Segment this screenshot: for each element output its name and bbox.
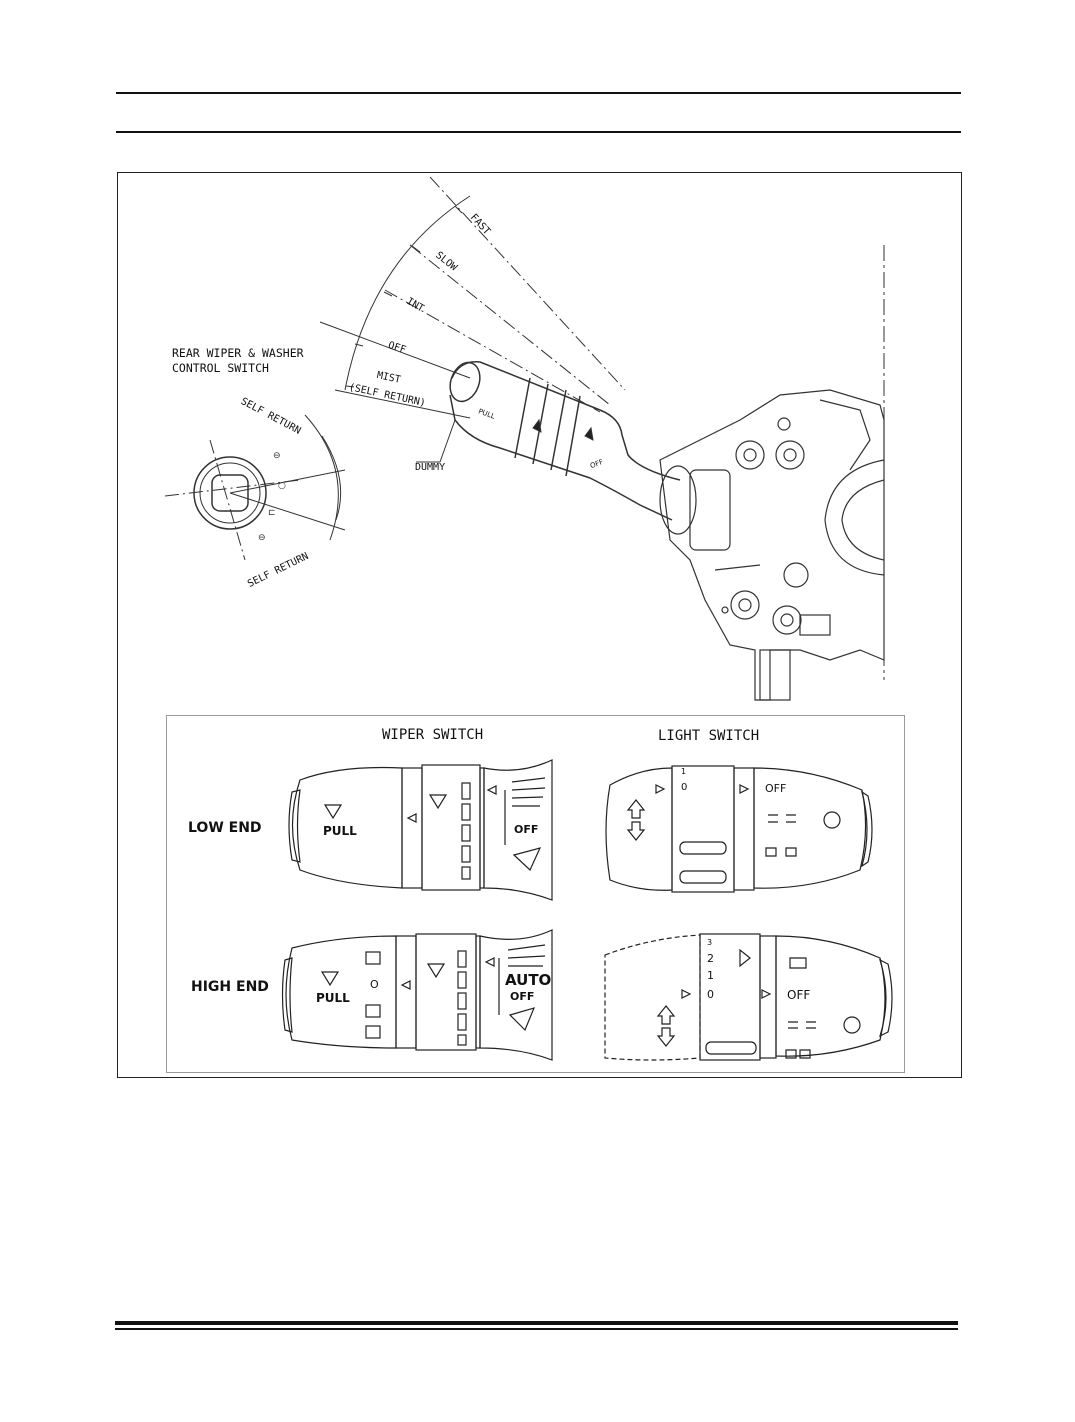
- figure-frame: [117, 172, 962, 1078]
- svg-text:⊖: ⊖: [258, 533, 266, 543]
- fan-line-int: [384, 289, 601, 413]
- low-end-wiper-off-label: OFF: [514, 823, 539, 836]
- low-end-light-1-label: 1: [681, 767, 687, 776]
- low-end-light-off-label: OFF: [765, 782, 787, 795]
- dummy-label: DUMMY: [415, 462, 446, 473]
- column-module: [659, 389, 885, 701]
- rear-wiper-knob: ⊖ ○ ⊏ ⊖: [164, 414, 346, 561]
- svg-text:⊏: ⊏: [268, 508, 276, 518]
- combination-switch-drawing: ⊖ ○ ⊏ ⊖: [164, 176, 885, 701]
- footer-rule-thick: [115, 1321, 958, 1325]
- rear-switch-title-line2: CONTROL SWITCH: [172, 361, 269, 375]
- fan-line-off: [319, 321, 471, 379]
- light-switch-heading: LIGHT SWITCH: [658, 728, 760, 744]
- header-rule-bottom: [116, 131, 961, 133]
- rear-switch-title: REAR WIPER & WASHER CONTROL SWITCH: [172, 346, 304, 376]
- high-end-label: HIGH END: [191, 979, 269, 995]
- wiper-switch-heading: WIPER SWITCH: [382, 727, 484, 743]
- switch-variants-panel: [166, 715, 905, 1073]
- low-end-label: LOW END: [188, 820, 262, 836]
- high-end-light-off-label: OFF: [787, 988, 811, 1002]
- lever-body: [451, 361, 681, 481]
- svg-text:○: ○: [278, 481, 286, 491]
- high-end-auto-label: AUTO: [505, 971, 552, 989]
- high-end-o-label: O: [370, 978, 379, 991]
- high-end-pull-label: PULL: [316, 991, 350, 1005]
- footer-rule-thin: [115, 1328, 958, 1330]
- header-rule-top: [116, 92, 961, 94]
- fan-line-mist: [334, 389, 471, 419]
- high-end-light-0-label: 0: [707, 988, 714, 1001]
- high-end-wiper-off-label: OFF: [510, 990, 535, 1003]
- fan-line-fast: [429, 176, 626, 391]
- low-end-pull-label: PULL: [323, 824, 357, 838]
- fan-line-slow: [409, 244, 611, 406]
- rear-switch-title-line1: REAR WIPER & WASHER: [172, 346, 304, 360]
- low-end-light-0-label: 0: [681, 782, 688, 793]
- fan-arc: [344, 195, 471, 391]
- high-end-light-2-label: 2: [707, 952, 714, 965]
- high-end-light-3-label: 3: [707, 938, 713, 947]
- svg-text:⊖: ⊖: [273, 451, 281, 461]
- high-end-light-1-label: 1: [707, 969, 714, 982]
